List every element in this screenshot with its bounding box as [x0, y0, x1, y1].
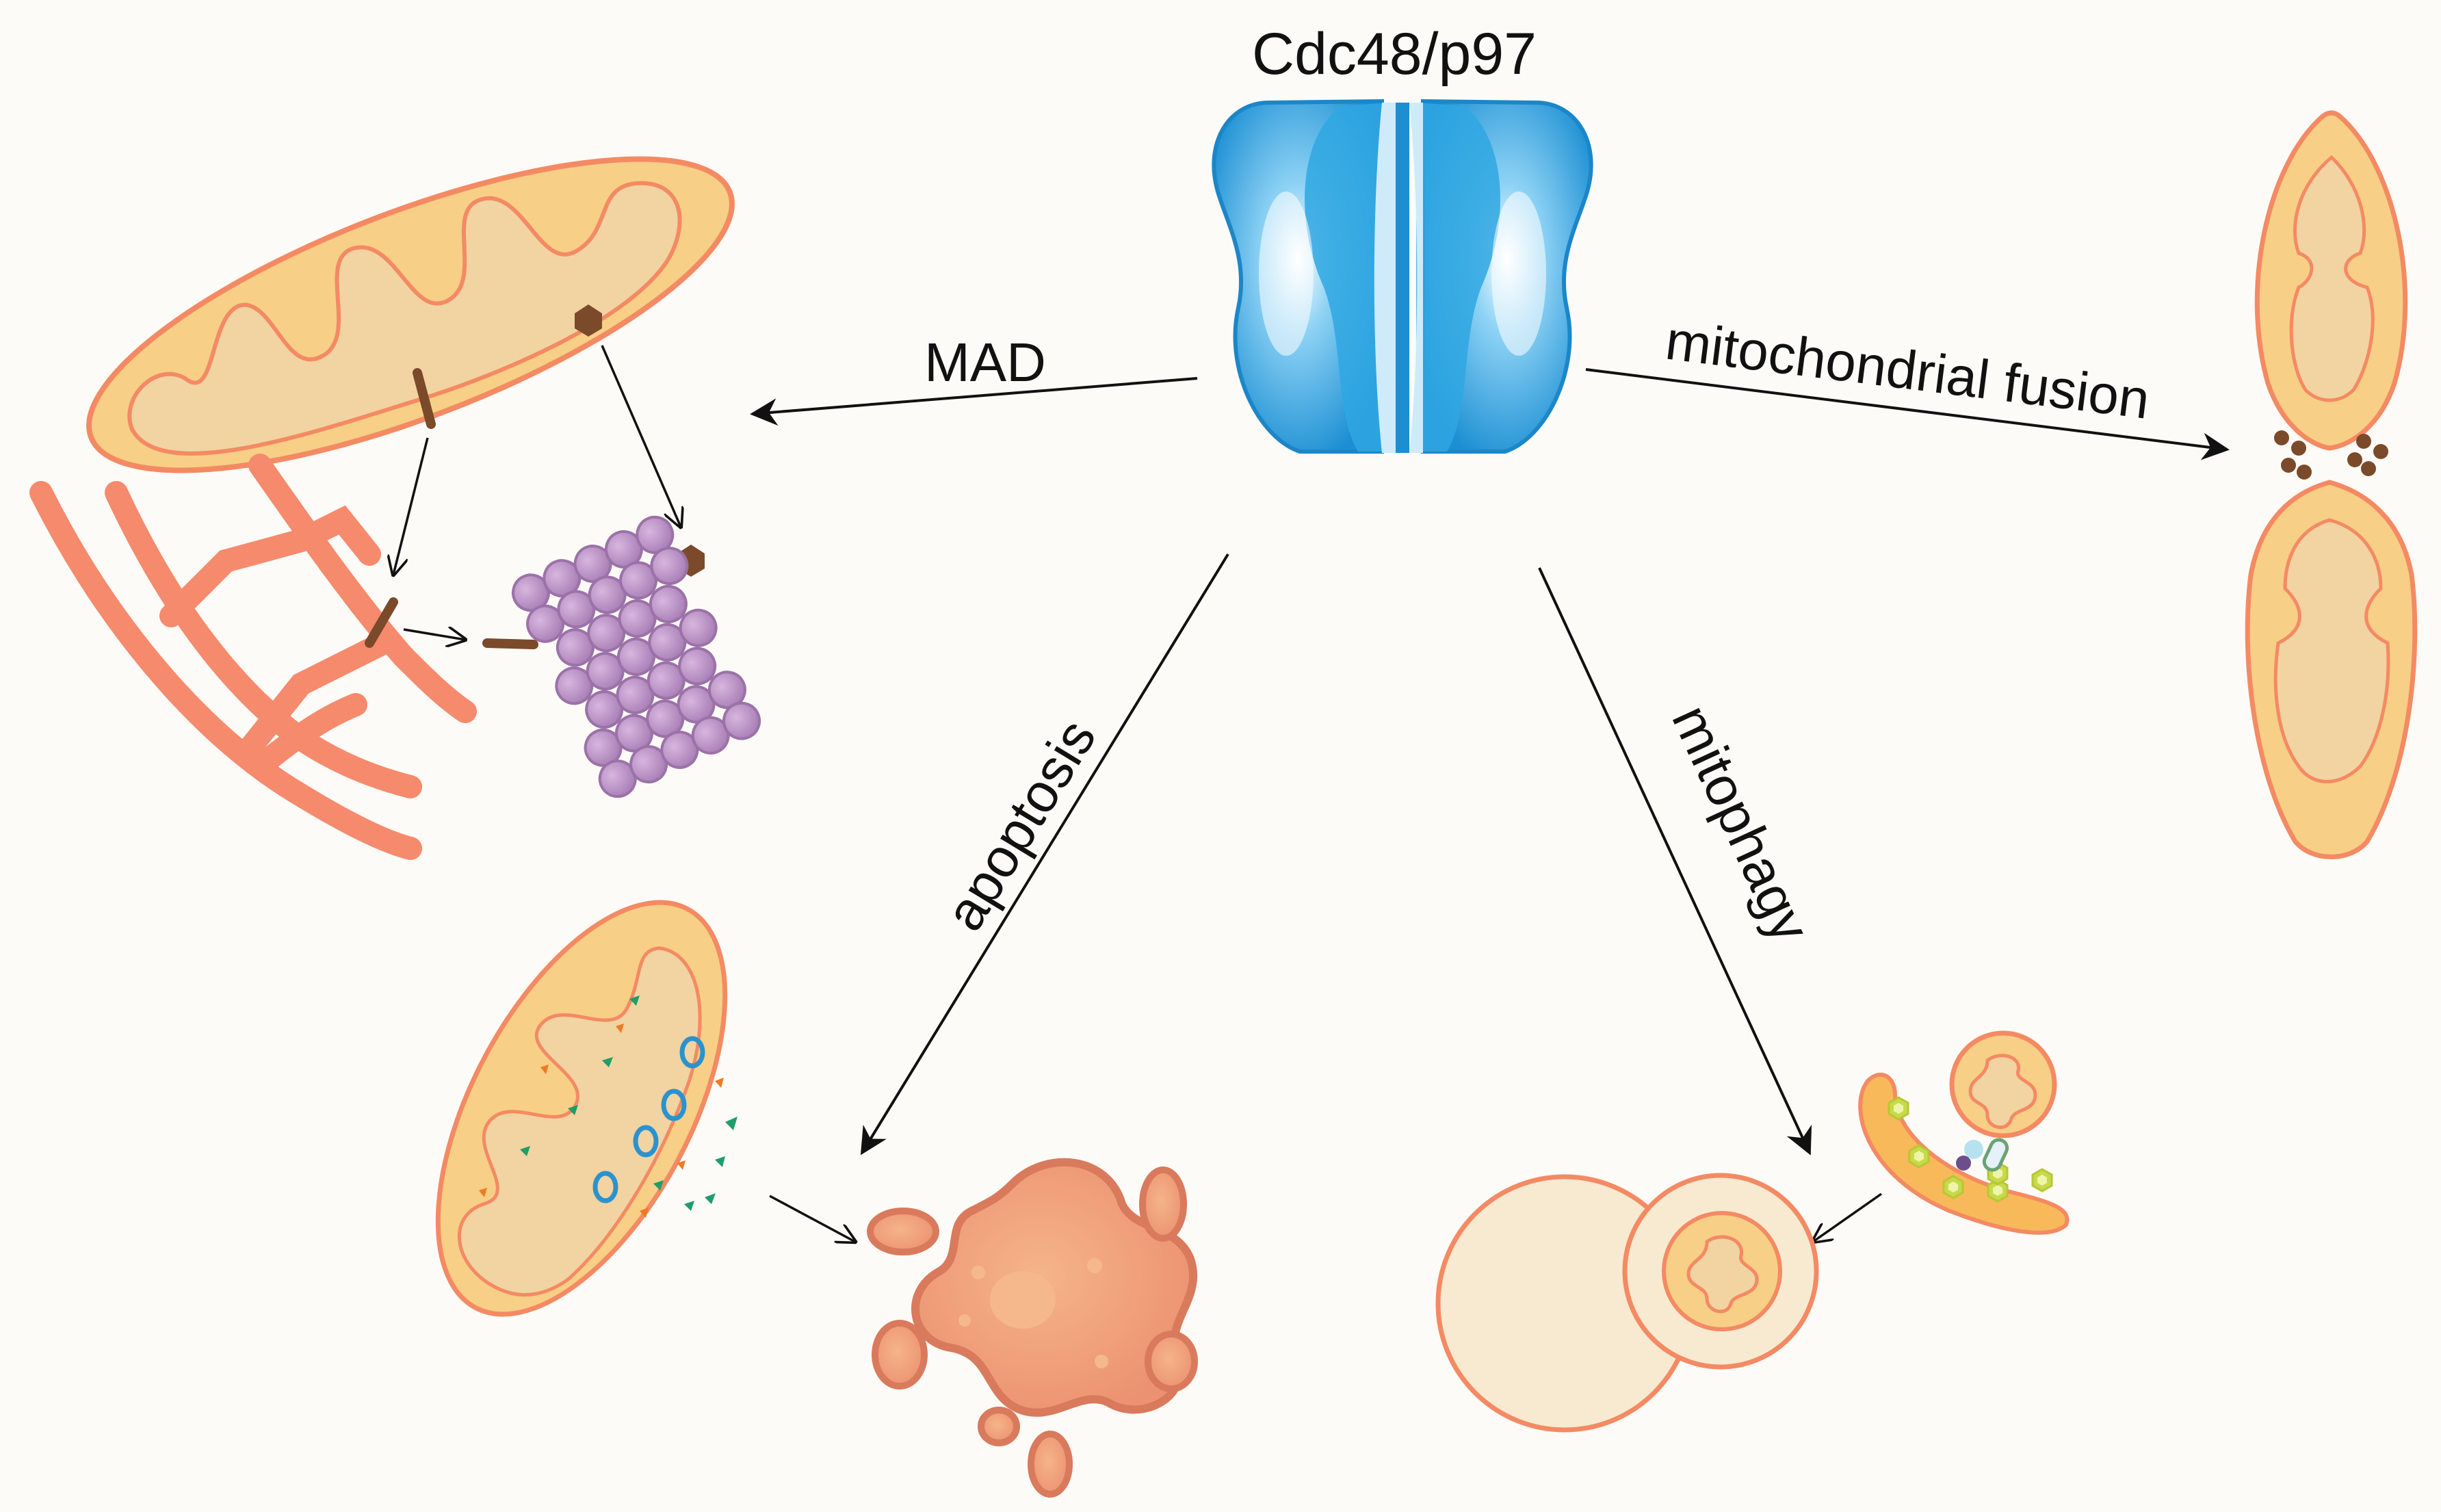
substrate-hexagon-icon	[575, 304, 602, 337]
p97-title: Cdc48/p97	[1252, 21, 1537, 87]
apoptosis-arrow	[860, 553, 1229, 1156]
p97-hexamer	[1212, 99, 1593, 454]
apoptotic-cell	[867, 1158, 1198, 1498]
mitophagy-cargo	[1858, 1030, 2070, 1235]
mad-arrow	[750, 377, 1198, 426]
endoplasmic-reticulum	[29, 454, 477, 860]
released-factors	[479, 995, 737, 1218]
fusion-label: mitochondrial fusion	[1662, 310, 2153, 430]
apoptosis-release-arrow	[769, 1195, 855, 1242]
fusion-arrow	[1585, 368, 2230, 460]
apoptosis-label: apoptosis	[933, 709, 1107, 941]
apoptotic-mitochondrion	[435, 900, 728, 1317]
fusing-mitochondria	[2245, 110, 2418, 859]
autolysosome	[1435, 1173, 1819, 1433]
mitofusin-dots	[2274, 430, 2388, 480]
mitophagy-fusion-arrow	[1813, 1192, 1883, 1242]
mad-substrate-flow	[365, 304, 705, 649]
mad-label: MAD	[924, 332, 1046, 393]
mitophagy-arrow	[1538, 567, 1812, 1156]
proteasome	[506, 510, 767, 804]
mad-mitochondrion	[86, 156, 735, 473]
mitophagy-label: mitophagy	[1660, 696, 1822, 950]
